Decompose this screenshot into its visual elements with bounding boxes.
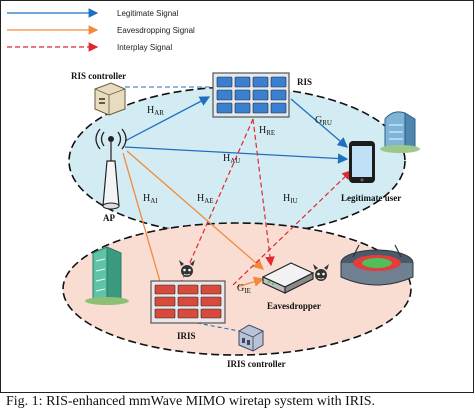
ris-element: [216, 89, 233, 101]
link-h-iu: [232, 170, 352, 286]
channel-label-h-iu: HIU: [283, 193, 298, 205]
ris-controller-icon: [94, 82, 126, 116]
office-building-icon: [380, 111, 420, 153]
iris-element: [177, 284, 199, 295]
link-h-au: [124, 146, 349, 164]
iris-element: [200, 308, 222, 319]
legitimate-user-label: Legitimate user: [341, 193, 401, 203]
link-h-ae: [126, 150, 264, 270]
ris-element: [252, 102, 269, 114]
stadium-icon: [340, 244, 414, 286]
channel-label-g-ru: GRU: [315, 115, 332, 127]
ris-element: [234, 102, 251, 114]
ap-label: AP: [103, 213, 115, 223]
legend-eavesdropping-label: Eavesdropping Signal: [117, 26, 195, 35]
iris-element: [200, 296, 222, 307]
eavesdropper-label: Eavesdropper: [267, 301, 321, 311]
ris-element: [270, 76, 287, 88]
iris-panel-icon: [150, 280, 226, 324]
link-h-ai: [122, 152, 162, 286]
link-g-ru: [290, 98, 348, 148]
iris-element: [177, 296, 199, 307]
ris-element: [270, 89, 287, 101]
legend: Legitimate Signal Eavesdropping Signal I…: [7, 8, 195, 52]
iris-element: [154, 284, 176, 295]
devil-icon: [179, 260, 195, 277]
devil-icon: [313, 264, 329, 281]
legend-legitimate-label: Legitimate Signal: [117, 9, 179, 18]
ris-element: [252, 89, 269, 101]
ris-element: [270, 102, 287, 114]
apartment-building-icon: [85, 246, 129, 305]
iris-controller-icon: [238, 324, 264, 352]
channel-label-h-ar: HAR: [147, 105, 164, 117]
channel-label-g-ie: GIE: [237, 283, 251, 295]
figure-caption: Fig. 1: RIS-enhanced mmWave MIMO wiretap…: [6, 394, 376, 409]
link-g-ie: [236, 276, 265, 288]
iris-controller-label: IRIS controller: [227, 359, 286, 369]
channel-label-h-ai: HAI: [143, 193, 158, 205]
ap-antenna-icon: [95, 128, 127, 210]
ris-element: [216, 76, 233, 88]
ris-element: [252, 76, 269, 88]
link-h-re: [252, 118, 275, 267]
channel-label-h-re: HRE: [259, 125, 275, 137]
system-diagram: Legitimate Signal Eavesdropping Signal I…: [7, 8, 420, 369]
link-h-ar: [124, 96, 211, 142]
eavesdropper-device-icon: [261, 262, 315, 294]
iris-label: IRIS: [177, 331, 196, 341]
channel-label-h-ae: HAE: [197, 193, 214, 205]
ris-element: [216, 102, 233, 114]
ris-element: [234, 89, 251, 101]
iris-element: [177, 308, 199, 319]
ris-element: [234, 76, 251, 88]
ris-panel-icon: [212, 72, 290, 118]
smartphone-icon: [349, 141, 375, 183]
iris-element: [200, 284, 222, 295]
iris-element: [154, 296, 176, 307]
lower-region: [62, 222, 412, 356]
signal-lines: [122, 86, 352, 332]
figure-frame: Legitimate Signal Eavesdropping Signal I…: [0, 0, 474, 393]
legend-interplay-label: Interplay Signal: [117, 43, 172, 52]
ris-label: RIS: [297, 77, 312, 87]
link-iris-controller: [196, 322, 240, 332]
iris-element: [154, 308, 176, 319]
ris-controller-label: RIS controller: [71, 71, 126, 81]
channel-label-h-au: HAU: [223, 153, 240, 165]
link-ris-iris: [180, 118, 254, 284]
